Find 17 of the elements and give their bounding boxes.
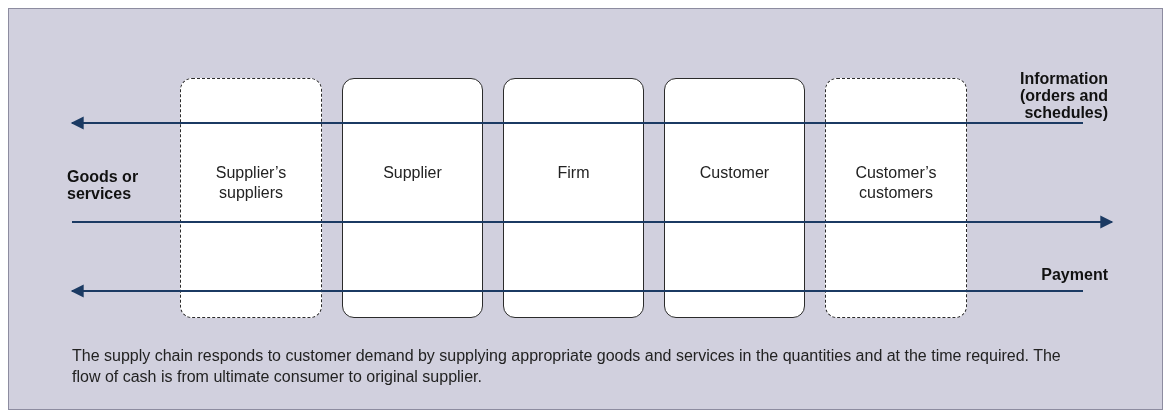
box-label: Firm <box>556 163 591 183</box>
flow-label: Information (orders and schedules) <box>1019 70 1108 121</box>
process-box <box>503 78 644 318</box>
flow-label: Payment <box>1041 266 1108 283</box>
process-box <box>664 78 805 318</box>
flow-label: Goods or services <box>67 168 140 202</box>
flow-arrow <box>70 284 1084 298</box>
flow-arrow <box>70 116 1084 130</box>
box-label: Customer <box>698 163 771 183</box>
box-label: Supplier <box>382 163 443 183</box>
process-box <box>342 78 483 318</box>
caption: The supply chain responds to customer demand by supplying appropriate goods and services in the quantities and at the time required. The flow of cash is from ultimate consumer to original supplier. <box>72 346 1062 387</box>
box-label: Customer’s customers <box>854 163 938 203</box>
dashed-box <box>825 78 967 318</box>
box-label: Supplier’s suppliers <box>214 163 288 203</box>
flow-arrow <box>71 215 1114 229</box>
dashed-box <box>180 78 322 318</box>
